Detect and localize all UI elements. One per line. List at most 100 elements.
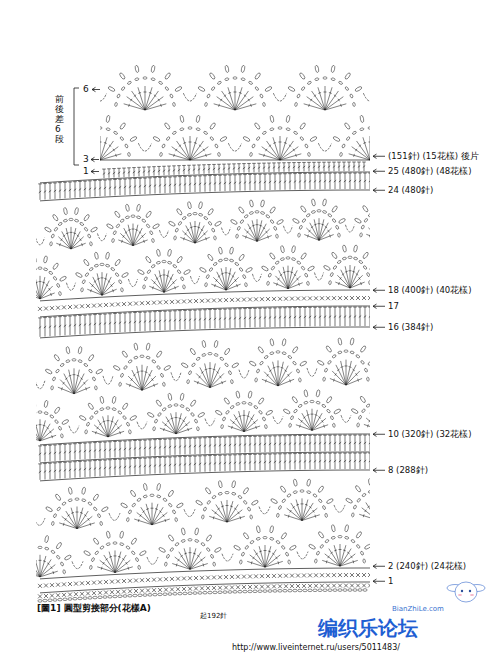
bobble-stitch (53, 354, 60, 362)
chain-stitch (325, 513, 328, 517)
bobble-stitch (258, 397, 265, 405)
chain-stitch (162, 382, 165, 386)
bobble-stitch (83, 259, 90, 267)
chain-stitch (253, 590, 257, 593)
chain-stitch (86, 422, 90, 427)
chain-stitch (183, 592, 187, 595)
chain-stitch (238, 590, 242, 593)
bobble-stitch (183, 269, 191, 275)
chain-stitch (187, 379, 190, 383)
bobble-stitch (231, 362, 239, 368)
bobble-stitch (333, 136, 341, 142)
chain-stitch (126, 545, 131, 549)
chain-stitch (280, 257, 285, 260)
chain-stitch (170, 94, 174, 99)
chain-stitch (146, 356, 151, 359)
fan-ovals (36, 198, 370, 250)
chain-stitch (174, 404, 178, 406)
chain-stitch (143, 77, 147, 79)
chain-stitch (366, 272, 370, 277)
chain-stitch (259, 361, 263, 366)
bobble-stitch (119, 531, 124, 539)
chain-stitch (228, 591, 232, 594)
bobble-stitch (280, 245, 285, 253)
bobble-stitch (119, 72, 126, 80)
chain-stitch (203, 591, 207, 594)
chain-stitch (307, 81, 312, 85)
chain-stitch (361, 225, 365, 230)
row-stitch-count: 2 (240針) (24花樣) (388, 562, 466, 571)
chain-stitch (175, 228, 179, 233)
chain-stitch (294, 102, 297, 106)
bobble-stitch (155, 399, 162, 407)
chain-stitch (245, 545, 249, 550)
double-crochet-row (102, 162, 366, 178)
chain-stitch (180, 404, 185, 407)
bobble-stitch (143, 483, 148, 491)
chain-stitch (106, 407, 110, 409)
chain-stitch (143, 495, 148, 498)
stitch-count: (151針) (15花樣) 後片 (388, 152, 479, 161)
bobble-stitch (245, 267, 253, 273)
chain-stitch (262, 417, 266, 422)
chain-stitch (303, 589, 307, 592)
chain-stitch (276, 351, 280, 353)
chain-stitch (305, 144, 309, 149)
bobble-stitch (181, 362, 189, 368)
chain-stitch (230, 379, 233, 383)
chain-stitch (304, 401, 309, 404)
chain-arch (100, 143, 370, 151)
bobble-stitch (167, 249, 172, 257)
chain-stitch (127, 152, 130, 156)
row-number: 1 (388, 577, 393, 586)
bobble-stitch (168, 393, 173, 401)
chain-stitch (270, 219, 274, 224)
chain-stitch (345, 536, 350, 539)
bobble-stitch (83, 214, 90, 222)
chain-stitch (193, 212, 197, 214)
chain-stitch (212, 495, 217, 499)
row-stitch-count: 8 (288針) (388, 466, 428, 475)
chain-stitch (333, 265, 337, 270)
bobble-stitch (326, 396, 333, 404)
chain-stitch (292, 361, 296, 366)
chain-stitch (111, 238, 114, 242)
chain-stitch (120, 373, 124, 378)
chain-stitch (88, 502, 93, 506)
chain-stitch (286, 257, 290, 259)
chain-stitch (210, 554, 214, 559)
bobble-stitch (369, 265, 370, 271)
bobble-stitch (236, 391, 241, 399)
chain-stitch (89, 415, 93, 420)
chain-stitch (138, 594, 142, 597)
chain-stitch (180, 128, 185, 131)
bobble-stitch (190, 399, 197, 407)
chain-stitch (307, 152, 310, 156)
chain-stitch (68, 598, 72, 601)
fan-ovals (100, 65, 370, 107)
chain-stitch (366, 377, 369, 381)
bobble-stitch (95, 368, 103, 374)
chain-stitch (194, 419, 198, 424)
bobble-stitch (307, 265, 315, 271)
direction-arrow (373, 564, 385, 568)
chain-stitch (203, 131, 208, 135)
chain-stitch (126, 422, 130, 427)
chain-stitch (298, 378, 301, 382)
double-crochet-row (38, 307, 370, 337)
chain-stitch (260, 211, 265, 214)
chain-stitch (363, 589, 367, 592)
chain-stitch (298, 589, 302, 592)
bobble-stitch (198, 201, 203, 209)
chain-stitch (313, 589, 317, 592)
chain-stitch (322, 505, 326, 510)
bobble-stitch (214, 547, 222, 553)
bobble-stitch (139, 550, 147, 556)
bobble-stitch (238, 206, 245, 214)
chain-stitch (141, 219, 146, 223)
bobble-stitch (121, 350, 128, 358)
chain-stitch (172, 131, 177, 135)
bobble-stitch (156, 249, 161, 257)
row-line (40, 190, 370, 201)
chain-stitch (222, 417, 226, 422)
